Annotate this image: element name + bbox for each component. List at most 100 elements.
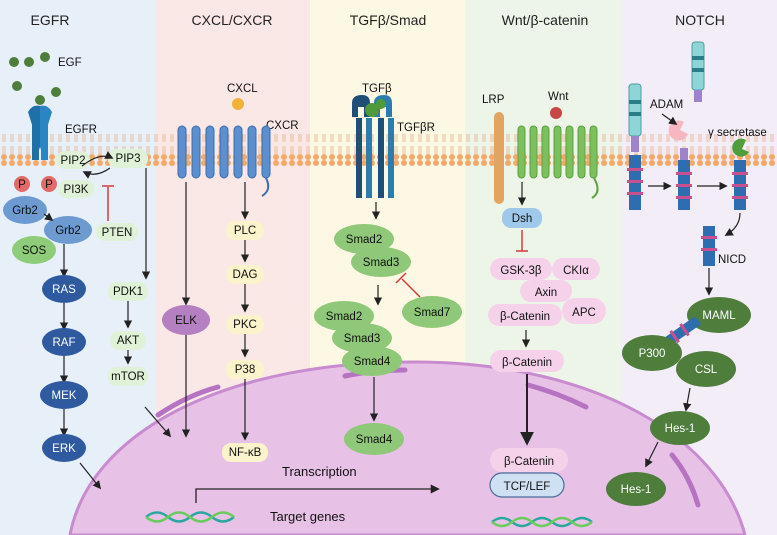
svg-text:PIP2: PIP2 xyxy=(61,155,86,167)
svg-text:P: P xyxy=(45,179,53,191)
egfr-receptor xyxy=(28,105,52,160)
notch-ligand-right xyxy=(691,41,705,102)
svg-text:P300: P300 xyxy=(639,348,666,360)
node-ras: RAS xyxy=(42,275,86,303)
node-sos: SOS xyxy=(12,236,56,264)
notch-ligand-left xyxy=(628,83,642,152)
transcription-label: Transcription xyxy=(282,464,357,479)
cleavage-to-nicd-arrow xyxy=(724,212,741,236)
svg-text:MAML: MAML xyxy=(702,310,736,322)
node-bcatenin-nuclear: β-Catenin xyxy=(490,448,568,472)
svg-text:RAF: RAF xyxy=(53,337,76,349)
svg-text:P: P xyxy=(18,179,26,191)
node-smad7: Smad7 xyxy=(402,296,462,328)
svg-text:P38: P38 xyxy=(235,364,255,376)
egfr-label: EGFR xyxy=(65,124,97,136)
svg-text:β-Catenin: β-Catenin xyxy=(502,357,552,369)
node-smad4-nuclear: Smad4 xyxy=(344,423,404,455)
svg-text:CSL: CSL xyxy=(695,364,718,376)
egf-ligands xyxy=(9,52,61,105)
svg-text:Smad3: Smad3 xyxy=(344,333,380,345)
tgfbr-label: TGFβR xyxy=(397,122,435,134)
node-smad3-lower: Smad3 xyxy=(332,323,392,353)
erk-to-nucleus-arrow xyxy=(79,462,102,490)
svg-text:Smad2: Smad2 xyxy=(346,234,382,246)
svg-text:SOS: SOS xyxy=(22,245,47,257)
svg-text:PTEN: PTEN xyxy=(102,227,133,239)
node-maml: MAML xyxy=(687,297,751,333)
destruction-complex xyxy=(488,258,606,326)
nicd-bound-fragment xyxy=(663,316,701,347)
svg-text:mTOR: mTOR xyxy=(111,371,145,383)
svg-text:ELK: ELK xyxy=(175,315,197,327)
adam-enzyme-icon xyxy=(668,120,688,141)
node-grb2-upper: Grb2 xyxy=(3,196,47,224)
frizzled-tail xyxy=(591,177,599,199)
node-dsh: Dsh xyxy=(502,208,542,228)
phospho-1: P xyxy=(14,176,30,192)
svg-text:DAG: DAG xyxy=(233,269,258,281)
nuclear-pore xyxy=(669,452,701,508)
node-elk: ELK xyxy=(162,305,210,335)
target-genes-label: Target genes xyxy=(270,509,346,524)
node-bcatenin-free: β-Catenin xyxy=(490,350,564,372)
gamma-secretase-label: γ secretase xyxy=(708,127,767,139)
nucleus xyxy=(68,360,747,535)
svg-text:Smad3: Smad3 xyxy=(363,257,399,269)
node-akt: AKT xyxy=(110,331,146,350)
node-hes1-upper: Hes-1 xyxy=(650,411,710,445)
lrp-label: LRP xyxy=(482,94,505,106)
node-bcatenin-complex: β-Catenin xyxy=(500,311,550,323)
cxcr-receptor xyxy=(177,125,271,179)
node-pip3: PIP3 xyxy=(108,149,148,168)
lrp-receptor xyxy=(494,112,504,204)
node-pip2: PIP2 xyxy=(56,151,90,169)
notch-receptor-middle xyxy=(676,148,692,210)
smad7-inhibition xyxy=(401,278,421,298)
phospho-2: P xyxy=(41,176,57,192)
cxcr-label: CXCR xyxy=(266,120,299,132)
node-gsk3b: GSK-3β xyxy=(500,265,542,277)
nuclear-pore xyxy=(155,384,221,418)
node-plc: PLC xyxy=(226,221,264,240)
node-nicd: NICD xyxy=(718,254,746,266)
notch-receptor-right xyxy=(732,160,748,210)
cxcr-tail xyxy=(261,177,270,197)
svg-text:Hes-1: Hes-1 xyxy=(621,484,652,496)
node-erk: ERK xyxy=(42,434,86,462)
node-nfkb: NF-κB xyxy=(222,443,268,462)
adam-cleavage-arrow xyxy=(661,113,678,125)
target-genes-dna-helix xyxy=(145,511,235,523)
svg-text:Dsh: Dsh xyxy=(512,213,532,225)
svg-text:Smad4: Smad4 xyxy=(354,356,391,368)
svg-text:RAS: RAS xyxy=(52,284,76,296)
node-grb2-lower: Grb2 xyxy=(44,216,92,244)
node-dag: DAG xyxy=(226,265,264,284)
node-smad4-upper: Smad4 xyxy=(342,346,402,376)
frizzled-receptor xyxy=(517,125,598,179)
svg-text:AKT: AKT xyxy=(117,335,139,347)
nicd-fragment xyxy=(701,226,717,266)
svg-text:Smad7: Smad7 xyxy=(414,307,450,319)
svg-text:PDK1: PDK1 xyxy=(113,286,143,298)
svg-text:Hes-1: Hes-1 xyxy=(665,423,696,435)
notch-receptor-left xyxy=(627,155,643,210)
smad7-inhibition-bar xyxy=(395,272,407,284)
cxcl-label: CXCL xyxy=(227,83,258,95)
svg-text:Grb2: Grb2 xyxy=(55,225,81,237)
pip3-to-pip2-arrow xyxy=(82,167,111,179)
node-tcf-lef: TCF/LEF xyxy=(489,472,565,498)
svg-text:TCF/LEF: TCF/LEF xyxy=(504,481,551,493)
pip2-to-pip3-arrow xyxy=(81,151,114,167)
svg-text:Grb2: Grb2 xyxy=(12,205,38,217)
hes1-to-nucleus-arrow xyxy=(645,441,659,468)
mtor-to-nucleus-arrow xyxy=(144,406,172,438)
node-csl: CSL xyxy=(676,351,736,387)
wnt-dna-helix xyxy=(491,516,593,528)
svg-text:NF-κB: NF-κB xyxy=(229,447,262,459)
node-mek: MEK xyxy=(40,381,88,409)
wnt-label: Wnt xyxy=(548,91,569,103)
node-smad2-upper: Smad2 xyxy=(334,224,394,254)
node-mtor: mTOR xyxy=(108,367,148,386)
